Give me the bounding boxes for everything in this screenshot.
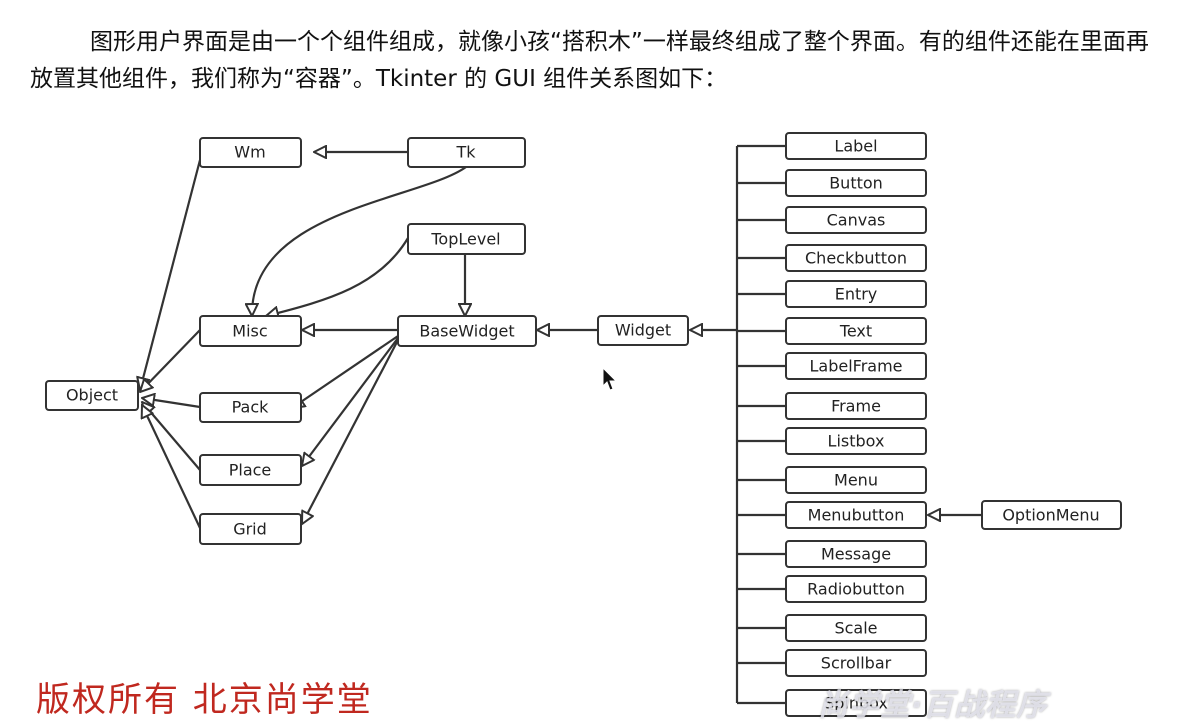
node-canvas: Canvas [785, 206, 927, 234]
node-menu-label: Menu [834, 471, 878, 490]
node-frame-label: Frame [831, 397, 881, 416]
widget-list: LabelButtonCanvasCheckbuttonEntryTextLab… [785, 132, 927, 717]
edge-pack-object [142, 398, 201, 409]
node-entry-label: Entry [835, 285, 878, 304]
node-object: Object [45, 380, 139, 411]
widget-branches [737, 144, 786, 705]
node-menubutton: Menubutton [785, 501, 927, 529]
node-text: Text [785, 317, 927, 345]
node-toplevel-label: TopLevel [430, 230, 500, 249]
node-wm: Wm [199, 137, 302, 168]
edge-basewidget-pack [292, 335, 399, 408]
node-label: Label [785, 132, 927, 160]
mouse-cursor-icon [602, 366, 618, 391]
edge-wm-object [140, 159, 202, 390]
node-tk-label: Tk [455, 143, 476, 162]
node-button-label: Button [829, 174, 883, 193]
node-text-label: Text [839, 322, 872, 341]
node-place-label: Place [229, 461, 272, 480]
node-place: Place [199, 454, 302, 486]
edge-misc-object [140, 329, 201, 392]
node-checkbutton-label: Checkbutton [805, 249, 907, 268]
node-misc: Misc [199, 315, 302, 347]
node-basewidget: BaseWidget [397, 315, 537, 347]
intro-paragraph: 图形用户界面是由一个个组件组成，就像小孩“搭积木”一样最终组成了整个界面。有的组… [30, 29, 1149, 92]
node-message: Message [785, 540, 927, 568]
node-entry: Entry [785, 280, 927, 308]
edge-tk-misc [252, 166, 467, 316]
edge-basewidget-place [302, 337, 399, 466]
node-label-label: Label [834, 137, 877, 156]
node-tk: Tk [407, 137, 526, 168]
node-listbox-label: Listbox [828, 432, 885, 451]
node-canvas-label: Canvas [827, 211, 886, 230]
node-spinbox: Spinbox [785, 689, 927, 717]
node-button: Button [785, 169, 927, 197]
node-scrollbar-label: Scrollbar [821, 654, 892, 673]
node-menubutton-label: Menubutton [808, 506, 905, 525]
copyright-text: 版权所有 北京尚学堂 [36, 680, 373, 720]
node-basewidget-label: BaseWidget [419, 322, 514, 341]
node-frame: Frame [785, 392, 927, 420]
node-menu: Menu [785, 466, 927, 494]
node-labelframe-label: LabelFrame [809, 357, 902, 376]
node-grid-label: Grid [233, 520, 267, 539]
node-object-label: Object [66, 386, 118, 405]
node-optionmenu: OptionMenu [981, 500, 1122, 530]
node-optionmenu-label: OptionMenu [1002, 506, 1099, 525]
edge-grid-object [142, 405, 201, 529]
edge-toplevel-misc [266, 237, 409, 316]
node-radiobutton: Radiobutton [785, 575, 927, 603]
node-widget: Widget [597, 315, 689, 346]
node-listbox: Listbox [785, 427, 927, 455]
edge-basewidget-grid [302, 339, 399, 524]
node-radiobutton-label: Radiobutton [807, 580, 905, 599]
edge-place-object [142, 402, 201, 471]
node-widget-label: Widget [615, 321, 671, 340]
node-spinbox-label: Spinbox [824, 694, 888, 713]
node-grid: Grid [199, 513, 302, 545]
node-scale: Scale [785, 614, 927, 642]
node-wm-label: Wm [234, 143, 265, 162]
connectors [140, 144, 982, 705]
node-scrollbar: Scrollbar [785, 649, 927, 677]
node-checkbutton: Checkbutton [785, 244, 927, 272]
node-pack: Pack [199, 392, 302, 423]
node-pack-label: Pack [232, 398, 270, 417]
node-toplevel: TopLevel [407, 223, 526, 255]
watermark-logo: 尚学堂·百战程序 [818, 688, 1048, 723]
node-misc-label: Misc [232, 322, 267, 341]
node-message-label: Message [821, 545, 891, 564]
node-labelframe: LabelFrame [785, 352, 927, 380]
node-scale-label: Scale [834, 619, 877, 638]
